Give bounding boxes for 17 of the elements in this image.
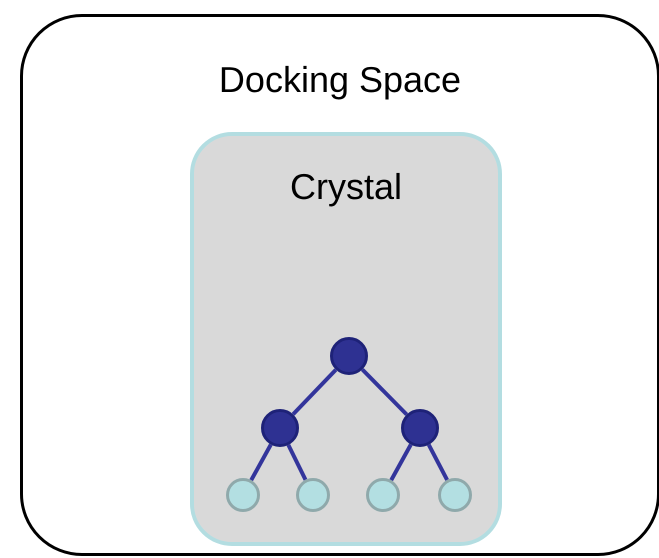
connector-line	[292, 368, 338, 416]
tree-leaf-circle	[438, 478, 472, 512]
tree-node-circle	[330, 337, 368, 375]
connector-line	[286, 444, 308, 481]
heading-text: Crystal	[290, 166, 402, 208]
tree-node-circle	[401, 409, 439, 447]
connector-line	[249, 444, 273, 482]
tree-leaf-circle	[296, 478, 330, 512]
container-box	[190, 132, 502, 546]
connector-line	[427, 444, 449, 481]
tree-leaf-circle	[226, 478, 260, 512]
tree-leaf-circle	[366, 478, 400, 512]
container-box	[20, 14, 659, 556]
tree-node-circle	[261, 409, 299, 447]
heading-text: Docking Space	[218, 59, 462, 101]
connector-line	[360, 368, 408, 416]
connector-line	[389, 444, 413, 482]
